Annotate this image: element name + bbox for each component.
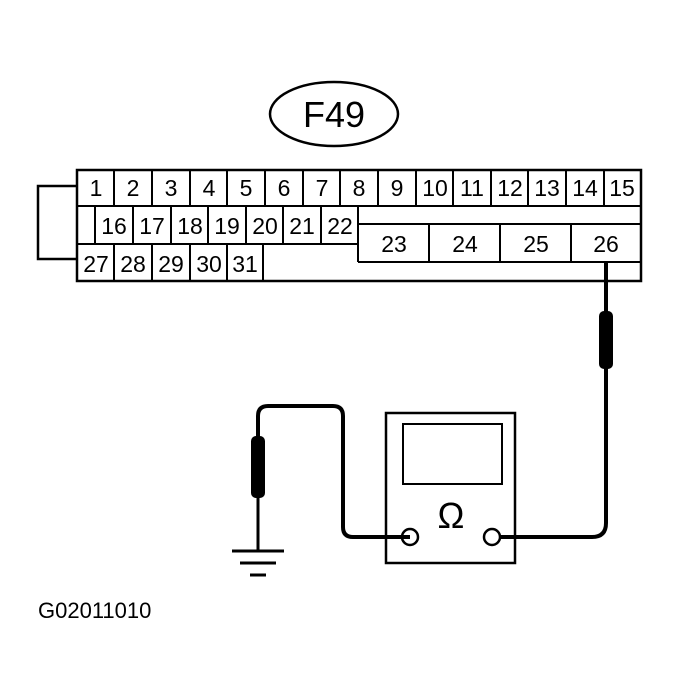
pin-7: 7 <box>316 175 329 201</box>
pin-14: 14 <box>572 175 598 201</box>
connector-latch <box>36 184 77 261</box>
pin-12: 12 <box>497 175 523 201</box>
pin-27: 27 <box>83 251 109 277</box>
pin-24: 24 <box>452 231 478 257</box>
connector-label-oval <box>268 80 400 148</box>
pin-16: 16 <box>101 213 127 239</box>
ohmmeter: Ω <box>384 411 517 565</box>
ohmmeter-display <box>402 423 503 485</box>
pin-4: 4 <box>203 175 216 201</box>
row2-pins: 16 17 18 19 20 21 22 <box>101 213 353 239</box>
probe-wire-left <box>251 404 410 550</box>
row3-separators <box>113 244 264 281</box>
pin-20: 20 <box>252 213 278 239</box>
terminal-right <box>482 527 502 547</box>
pin-11: 11 <box>460 175 484 201</box>
block-separators <box>428 224 572 262</box>
pin-21: 21 <box>289 213 315 239</box>
pin-5: 5 <box>240 175 253 201</box>
pin-31: 31 <box>232 251 258 277</box>
pin-30: 30 <box>196 251 222 277</box>
pin-22: 22 <box>327 213 353 239</box>
pin-9: 9 <box>391 175 404 201</box>
ohm-symbol-icon: Ω <box>438 495 465 536</box>
pin-18: 18 <box>177 213 203 239</box>
lead-right <box>500 369 608 539</box>
pin-1: 1 <box>90 175 103 201</box>
pin-3: 3 <box>165 175 178 201</box>
lead-left <box>256 404 410 539</box>
connector: 1 2 3 4 5 6 7 8 9 10 11 12 13 14 15 16 1… <box>36 168 643 283</box>
row1-pins: 1 2 3 4 5 6 7 8 9 10 11 12 13 14 15 <box>90 175 635 201</box>
pin-15: 15 <box>609 175 635 201</box>
pin-13: 13 <box>534 175 560 201</box>
probe-wire-right <box>500 262 613 539</box>
connector-label-text: F49 <box>303 94 365 135</box>
pin-19: 19 <box>214 213 240 239</box>
pin-10: 10 <box>422 175 448 201</box>
ground-symbol-icon <box>232 549 284 577</box>
pin-8: 8 <box>353 175 366 201</box>
pin-26: 26 <box>593 231 619 257</box>
pin-28: 28 <box>120 251 146 277</box>
pin-2: 2 <box>127 175 140 201</box>
ohmmeter-body <box>384 411 517 565</box>
row1-separators <box>113 170 605 206</box>
probe-handle-right <box>599 311 613 369</box>
pin-6: 6 <box>278 175 291 201</box>
terminal-left <box>400 527 420 547</box>
probe-handle-left <box>251 436 265 498</box>
row3-pins: 27 28 29 30 31 <box>83 251 258 277</box>
connector-label: F49 <box>268 80 400 148</box>
connector-outline <box>75 168 643 283</box>
block-pins: 23 24 25 26 <box>381 231 619 257</box>
pin-25: 25 <box>523 231 549 257</box>
pin-29: 29 <box>158 251 184 277</box>
pin-17: 17 <box>139 213 165 239</box>
row2-separators <box>94 206 359 244</box>
figure-code: G02011010 <box>38 598 151 623</box>
pin-23: 23 <box>381 231 407 257</box>
